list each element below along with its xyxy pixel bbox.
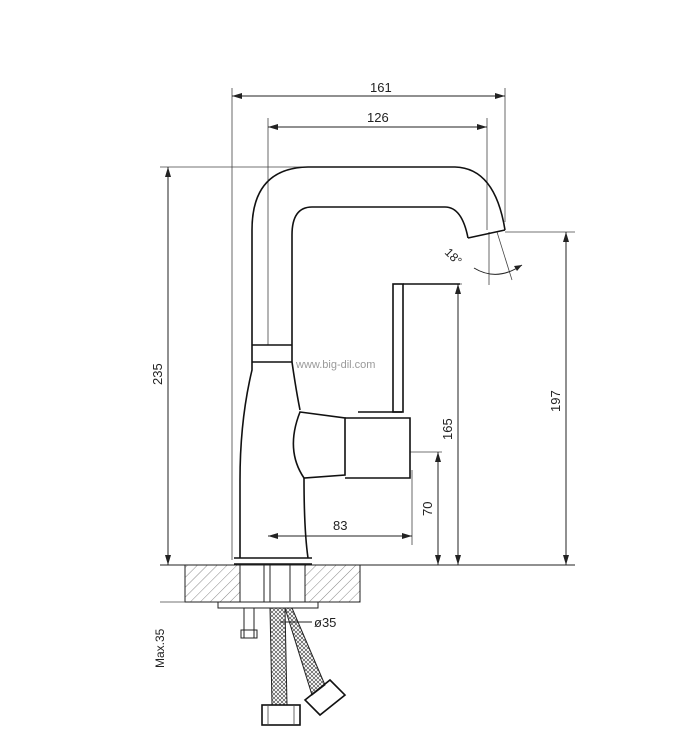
dimension-165-label: 165 bbox=[440, 418, 455, 440]
countertop-section bbox=[160, 564, 575, 603]
max-thickness-35: Max.35 bbox=[153, 601, 185, 668]
dimension-83-label: 83 bbox=[333, 518, 347, 533]
faucet-body bbox=[234, 166, 506, 565]
dimension-235-label: 235 bbox=[150, 363, 165, 385]
max-thickness-label: Max.35 bbox=[153, 628, 167, 668]
angle-18-dimension: 18° bbox=[442, 231, 523, 285]
dimension-197: 197 bbox=[505, 231, 575, 565]
dimension-83: 83 bbox=[268, 470, 413, 545]
angle-18-label: 18° bbox=[442, 245, 465, 268]
watermark: www.big-dil.com bbox=[295, 359, 375, 371]
dimension-161: 161 bbox=[231, 80, 506, 560]
dimension-161-label: 161 bbox=[370, 80, 392, 95]
hole-diameter-label: ø35 bbox=[314, 615, 336, 630]
mounting-hardware bbox=[217, 564, 347, 726]
dimension-70: 70 bbox=[410, 451, 442, 565]
hole-diameter-35: ø35 bbox=[280, 615, 336, 630]
dimension-165: 165 bbox=[402, 283, 462, 565]
dimension-126: 126 bbox=[267, 110, 488, 345]
dimension-235: 235 bbox=[150, 166, 420, 565]
dimension-126-label: 126 bbox=[367, 110, 389, 125]
dimension-70-label: 70 bbox=[420, 502, 435, 516]
dimension-197-label: 197 bbox=[548, 390, 563, 412]
